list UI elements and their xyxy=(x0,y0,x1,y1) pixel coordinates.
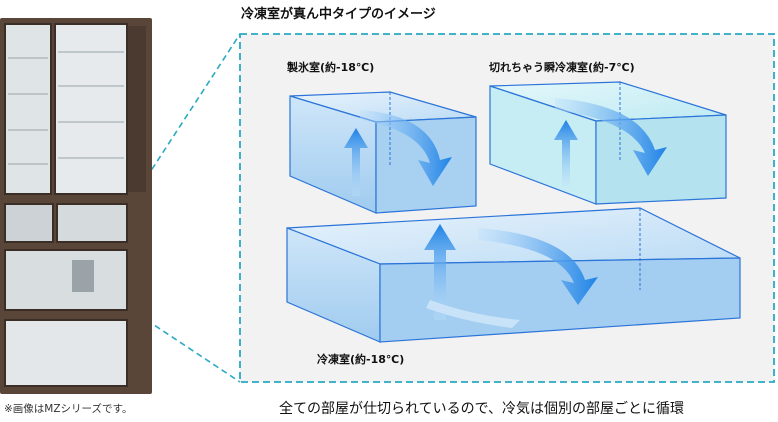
image-note: ※画像はMZシリーズです。 xyxy=(4,403,133,415)
ice-compartment-label: 製氷室(約-18℃) xyxy=(287,61,375,74)
footer-caption: 全ての部屋が仕切られているので、冷気は個別の部屋ごとに循環 xyxy=(279,401,685,417)
diagram-title: 冷凍室が真ん中タイプのイメージ xyxy=(241,7,436,22)
refrigerator-image xyxy=(0,18,152,394)
freezer-compartment-label: 冷凍室(約-18℃) xyxy=(317,353,405,366)
diagram-panel-background xyxy=(240,34,774,382)
kirechau-compartment-label: 切れちゃう瞬冷凍室(約-7℃) xyxy=(489,61,635,74)
